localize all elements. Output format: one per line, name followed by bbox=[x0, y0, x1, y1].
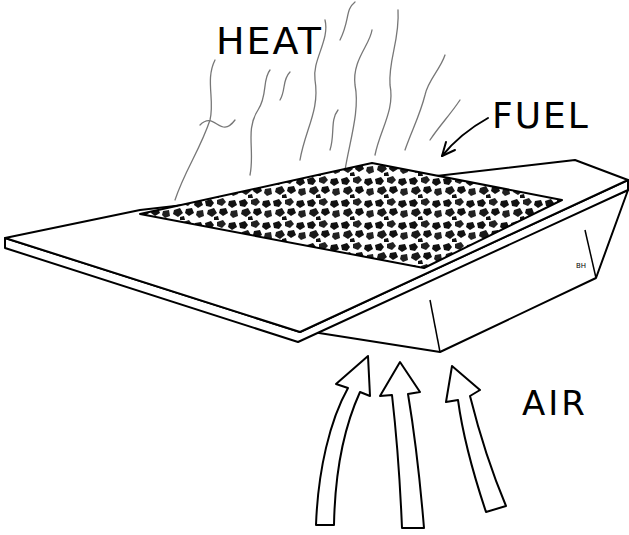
heat-flames bbox=[175, 2, 460, 200]
coal-fuel bbox=[140, 163, 562, 268]
air-arrows bbox=[316, 356, 506, 528]
fuel-label: FUEL bbox=[492, 98, 590, 134]
fuel-pointer bbox=[442, 118, 488, 156]
tray-rim bbox=[5, 160, 628, 332]
tray bbox=[5, 160, 628, 352]
artist-signature: BH bbox=[576, 263, 586, 270]
air-label: AIR bbox=[522, 386, 588, 420]
heat-label: HEAT bbox=[216, 22, 323, 60]
